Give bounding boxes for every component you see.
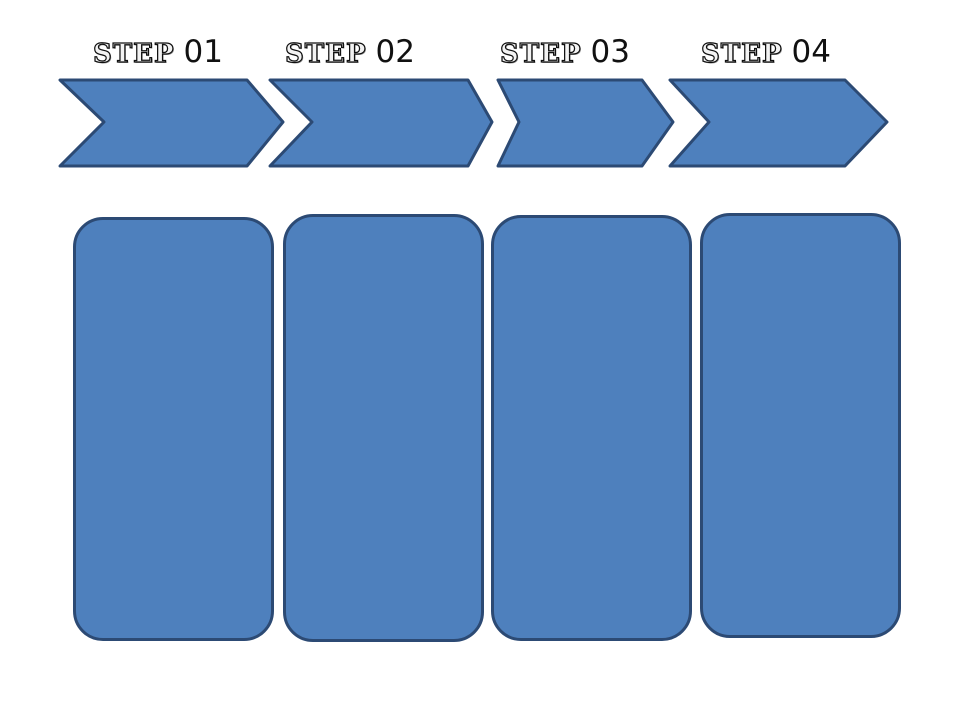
chevron-arrow-4-icon xyxy=(668,78,889,168)
step-3-label: STEP 03 xyxy=(499,34,630,70)
step-1-word: STEP xyxy=(92,38,175,69)
step-2-word: STEP xyxy=(284,38,367,69)
chevron-arrow-2-icon xyxy=(268,78,494,168)
step-2-label: STEP 02 xyxy=(284,34,415,70)
step-2-panel xyxy=(283,214,484,642)
step-1-label: STEP 01 xyxy=(92,34,223,70)
step-1-panel xyxy=(73,217,274,641)
step-4-label: STEP 04 xyxy=(700,34,831,70)
step-3-word: STEP xyxy=(499,38,582,69)
chevron-arrow-1-icon xyxy=(58,78,285,168)
step-4-number: 04 xyxy=(791,34,831,70)
step-2-number: 02 xyxy=(375,34,415,70)
chevron-arrow-3-icon xyxy=(496,78,675,168)
step-4-panel xyxy=(700,213,901,638)
step-4-word: STEP xyxy=(700,38,783,69)
step-1-number: 01 xyxy=(183,34,223,70)
step-3-number: 03 xyxy=(590,34,630,70)
step-3-panel xyxy=(491,215,692,641)
